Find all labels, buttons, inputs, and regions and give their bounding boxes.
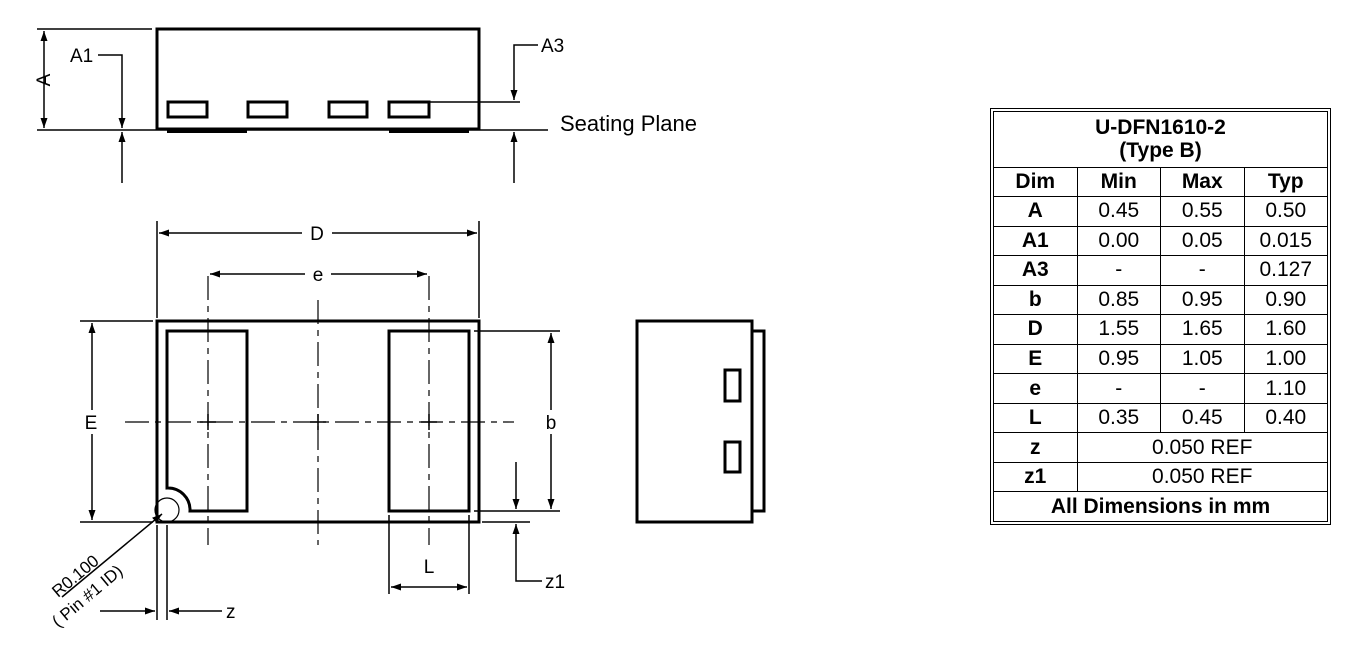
- cell-min: 0.45: [1076, 196, 1161, 227]
- cell-typ: 0.90: [1243, 284, 1328, 316]
- end-view: [635, 319, 766, 524]
- cell-dim: e: [993, 373, 1078, 404]
- pin-1-radius-circle: [154, 497, 180, 523]
- table-title-line-1: U-DFN1610-2: [1095, 116, 1226, 140]
- dim-A1-leader: [98, 54, 126, 128]
- header-min: Min: [1076, 166, 1161, 198]
- cell-max: 0.05: [1160, 225, 1245, 257]
- table-footer-row: All Dimensions in mm: [993, 491, 1328, 522]
- cell-max: -: [1160, 255, 1245, 286]
- cell-dim: E: [993, 343, 1078, 375]
- label-A: A: [34, 73, 55, 86]
- cell-max: -: [1160, 373, 1245, 404]
- end-view-terminal-strip: [750, 329, 766, 513]
- side-terminal: [327, 100, 369, 119]
- cell-dim: L: [993, 402, 1078, 434]
- end-view-body: [635, 319, 754, 524]
- side-view-body: [155, 27, 481, 131]
- cell-min: 0.35: [1076, 402, 1161, 434]
- side-view: [37, 27, 548, 183]
- cell-min: 0.85: [1076, 284, 1161, 316]
- label-z1: z1: [545, 572, 565, 593]
- table-header-row: Dim Min Max Typ: [993, 166, 1328, 198]
- header-dim: Dim: [993, 166, 1078, 198]
- cell-dim: D: [993, 314, 1078, 345]
- cell-ref-value: 0.050 REF: [1076, 432, 1328, 463]
- label-seating-plane: Seating Plane: [560, 111, 697, 136]
- cell-dim: A3: [993, 255, 1078, 286]
- cell-dim: A: [993, 196, 1078, 227]
- label-A3: A3: [541, 36, 564, 57]
- cell-min: -: [1076, 255, 1161, 286]
- side-bottom-pad: [389, 129, 469, 133]
- cell-typ: 0.50: [1243, 196, 1328, 227]
- cell-min: 1.55: [1076, 314, 1161, 345]
- table-title-line-2: (Type B): [1119, 139, 1202, 163]
- header-typ: Typ: [1243, 166, 1328, 198]
- cell-min: 0.95: [1076, 343, 1161, 375]
- cell-typ: 1.00: [1243, 343, 1328, 375]
- side-terminal: [166, 100, 209, 119]
- pad-1: [165, 329, 249, 513]
- cell-dim: z: [993, 432, 1078, 463]
- label-L: L: [424, 557, 435, 578]
- table-row: A3--0.127: [993, 255, 1328, 286]
- cell-typ: 1.60: [1243, 314, 1328, 345]
- side-terminal: [387, 100, 431, 119]
- cell-typ: 0.015: [1243, 225, 1328, 257]
- table-footer: All Dimensions in mm: [993, 491, 1328, 522]
- cell-dim: A1: [993, 225, 1078, 257]
- label-D: D: [310, 224, 324, 245]
- cell-typ: 1.10: [1243, 373, 1328, 404]
- cell-dim: z1: [993, 461, 1078, 493]
- bottom-view: [61, 221, 560, 620]
- label-e: e: [313, 265, 324, 286]
- cell-min: -: [1076, 373, 1161, 404]
- end-view-terminal: [723, 440, 742, 474]
- label-z: z: [226, 602, 236, 623]
- end-view-terminal: [723, 368, 742, 403]
- table-row: e--1.10: [993, 373, 1328, 404]
- dim-A3-leader: [510, 44, 538, 100]
- cell-max: 0.45: [1160, 402, 1245, 434]
- cell-ref-value: 0.050 REF: [1076, 461, 1328, 493]
- cell-dim: b: [993, 284, 1078, 316]
- header-max: Max: [1160, 166, 1245, 198]
- cell-max: 1.05: [1160, 343, 1245, 375]
- cell-max: 0.55: [1160, 196, 1245, 227]
- label-A1: A1: [70, 46, 93, 67]
- cell-typ: 0.40: [1243, 402, 1328, 434]
- side-bottom-pad: [167, 129, 247, 133]
- cell-typ: 0.127: [1243, 255, 1328, 286]
- cell-min: 0.00: [1076, 225, 1161, 257]
- label-b: b: [546, 413, 557, 434]
- center-cross-mark: [200, 414, 437, 430]
- cell-max: 0.95: [1160, 284, 1245, 316]
- label-E: E: [85, 413, 98, 434]
- radius-leader: [61, 513, 163, 598]
- dim-z1-leader: [512, 524, 542, 582]
- side-terminal: [246, 100, 289, 119]
- cell-max: 1.65: [1160, 314, 1245, 345]
- table-title: U-DFN1610-2 (Type B): [993, 111, 1328, 168]
